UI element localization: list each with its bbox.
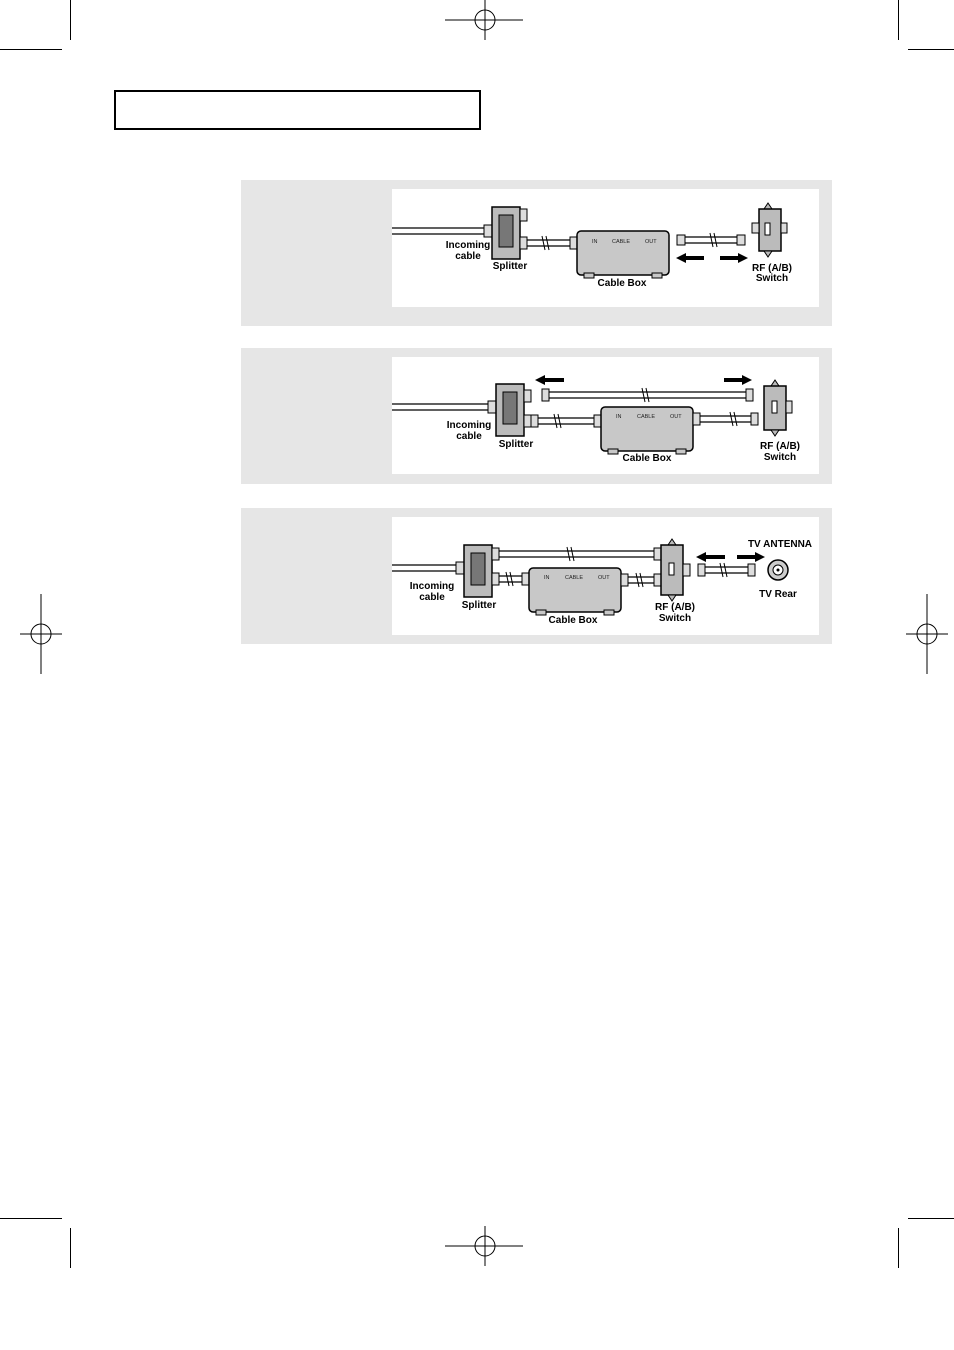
box-port-label: IN bbox=[592, 239, 598, 245]
step-panel-1: IN CABLE OUT bbox=[241, 180, 832, 326]
registration-mark-icon bbox=[18, 594, 64, 674]
registration-mark-icon bbox=[904, 594, 950, 674]
incoming-cable-label: Incoming bbox=[410, 581, 454, 592]
splitter-label: Splitter bbox=[462, 600, 497, 611]
arrow-left-icon bbox=[696, 552, 725, 562]
arrow-right-icon bbox=[737, 552, 765, 562]
connection-diagram-1: IN CABLE OUT bbox=[392, 189, 819, 307]
cable-box-label: Cable Box bbox=[598, 278, 647, 289]
incoming-cable-icon bbox=[392, 225, 492, 237]
splitter-label: Splitter bbox=[493, 261, 528, 272]
rf-switch-icon bbox=[752, 203, 787, 257]
rf-switch-label: RF (A/B) bbox=[760, 441, 800, 452]
page-title-box bbox=[114, 90, 481, 130]
connection-diagram-3: IN CABLE OUT bbox=[392, 517, 819, 635]
incoming-cable-label: cable bbox=[456, 431, 482, 442]
registration-mark-icon bbox=[445, 0, 525, 42]
cable-box-label: Cable Box bbox=[549, 615, 598, 626]
coax-cable-icon bbox=[693, 412, 758, 426]
crop-mark bbox=[70, 0, 71, 40]
step-panel-3: IN CABLE OUT bbox=[241, 508, 832, 644]
box-port-label: CABLE bbox=[565, 575, 583, 581]
step-panel-2: IN CABLE OUT Incoming bbox=[241, 348, 832, 484]
cable-box-label: Cable Box bbox=[623, 453, 672, 464]
rf-switch-label: Switch bbox=[764, 452, 796, 463]
crop-mark bbox=[0, 1218, 62, 1219]
incoming-cable-label: cable bbox=[455, 251, 481, 262]
splitter-icon bbox=[492, 207, 527, 259]
coax-cable-icon bbox=[542, 388, 753, 402]
box-port-label: IN bbox=[544, 575, 550, 581]
crop-mark bbox=[908, 1218, 954, 1219]
splitter-label: Splitter bbox=[499, 439, 534, 450]
coax-cable-icon bbox=[621, 573, 661, 587]
arrow-left-icon bbox=[676, 253, 704, 263]
box-port-label: OUT bbox=[598, 575, 610, 581]
tv-antenna-jack-icon bbox=[768, 560, 788, 580]
crop-mark bbox=[0, 49, 62, 50]
incoming-cable-label: cable bbox=[419, 592, 445, 603]
arrow-left-icon bbox=[535, 375, 564, 385]
crop-mark bbox=[70, 1228, 71, 1268]
cable-box-icon: IN CABLE OUT bbox=[577, 231, 669, 278]
incoming-cable-icon bbox=[392, 401, 496, 413]
coax-cable-icon bbox=[698, 563, 755, 577]
box-port-label: OUT bbox=[670, 414, 682, 420]
rf-switch-label: Switch bbox=[659, 613, 691, 624]
rf-switch-label: Switch bbox=[756, 273, 788, 284]
arrow-right-icon bbox=[724, 375, 752, 385]
incoming-cable-label: Incoming bbox=[446, 240, 490, 251]
crop-mark bbox=[908, 49, 954, 50]
box-port-label: OUT bbox=[645, 239, 657, 245]
arrow-right-icon bbox=[720, 253, 748, 263]
splitter-icon bbox=[464, 545, 499, 597]
cable-box-icon: IN CABLE OUT bbox=[529, 568, 621, 615]
splitter-icon bbox=[496, 384, 531, 436]
crop-mark bbox=[898, 0, 899, 40]
box-port-label: CABLE bbox=[612, 239, 630, 245]
cable-box-icon: IN CABLE OUT bbox=[601, 407, 693, 454]
crop-mark bbox=[898, 1228, 899, 1268]
incoming-cable-label: Incoming bbox=[447, 420, 491, 431]
tv-rear-label: TV Rear bbox=[759, 589, 797, 600]
connection-diagram-2: IN CABLE OUT Incoming bbox=[392, 357, 819, 474]
coax-cable-icon bbox=[499, 572, 529, 586]
coax-cable-icon bbox=[499, 547, 661, 561]
rf-switch-icon bbox=[764, 380, 792, 436]
coax-cable-icon bbox=[527, 236, 577, 250]
coax-cable-icon bbox=[677, 233, 745, 247]
registration-mark-icon bbox=[445, 1226, 525, 1268]
tv-antenna-label: TV ANTENNA bbox=[748, 539, 812, 550]
incoming-cable-icon bbox=[392, 562, 464, 574]
rf-switch-label: RF (A/B) bbox=[655, 602, 695, 613]
box-port-label: IN bbox=[616, 414, 622, 420]
box-port-label: CABLE bbox=[637, 414, 655, 420]
coax-cable-icon bbox=[531, 414, 601, 428]
rf-switch-icon bbox=[661, 539, 690, 601]
